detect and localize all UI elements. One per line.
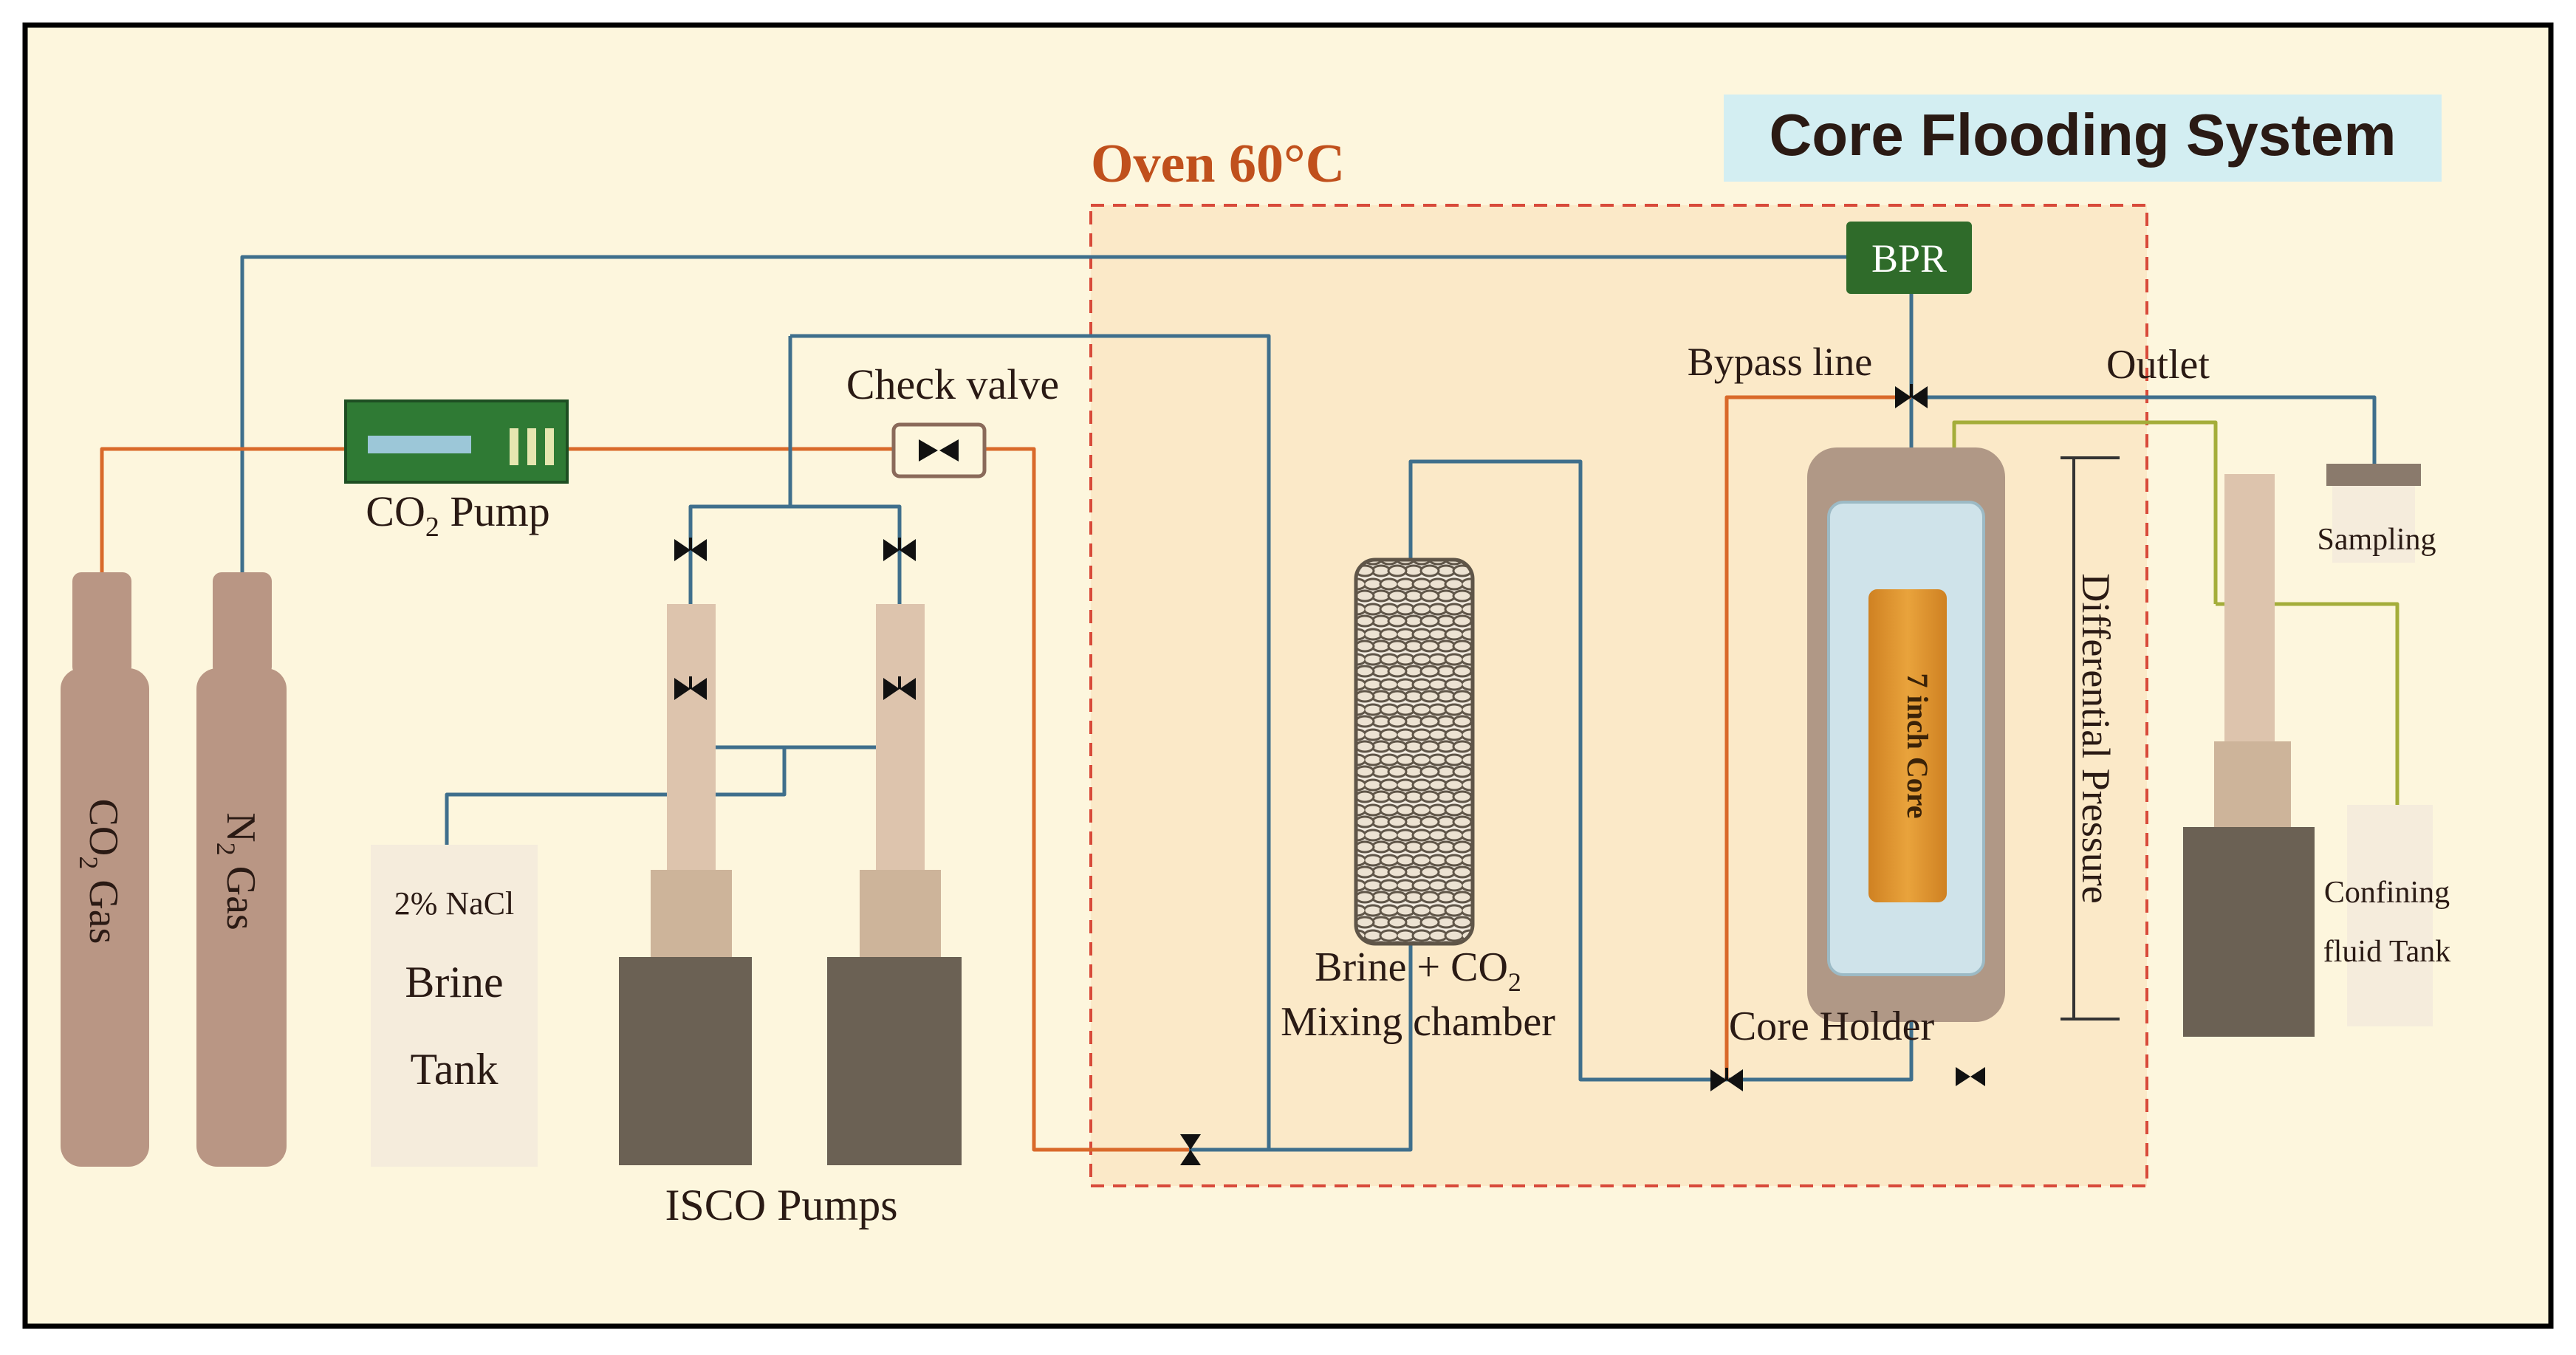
outlet-label: Outlet [2106, 342, 2210, 388]
isco-left-mid [651, 870, 732, 958]
valve-isco-left-bottom [674, 676, 707, 700]
core-sample [1868, 589, 1947, 902]
isco-left-base [619, 957, 752, 1165]
check-valve-label: Check valve [846, 360, 1059, 408]
confining-fluid-tank: Confining fluid Tank [2323, 805, 2450, 1026]
co2-pump: CO2 Pump [344, 399, 569, 543]
isco-right-mid [860, 870, 941, 958]
co2-gas-label: CO2 Gas [74, 799, 126, 944]
brine-tank: 2% NaCl Brine Tank [371, 845, 538, 1167]
co2-line-to-oven [984, 447, 1189, 1152]
confining-pump-rod [2224, 474, 2275, 743]
confining-pump-mid [2214, 741, 2291, 827]
confining-label-2: fluid Tank [2323, 935, 2450, 969]
n2-cylinder-body [196, 668, 287, 1167]
isco-pumps-label: ISCO Pumps [665, 1181, 897, 1229]
co2-gas-cylinder: CO2 Gas [61, 572, 149, 1167]
mixing-chamber-body [1354, 558, 1475, 946]
co2-line-in [100, 447, 346, 574]
isco-pump-right [827, 604, 962, 1165]
confining-label-1: Confining [2324, 876, 2450, 910]
sampling-cap [2326, 464, 2421, 486]
core-holder-label: Core Holder [1729, 1004, 1935, 1049]
co2-cylinder-body [61, 668, 149, 1167]
isco-to-oven [790, 334, 1271, 1150]
brine-label-3: Tank [410, 1045, 498, 1094]
valve-core-inlet [1710, 1068, 1743, 1091]
n2-cylinder-neck [213, 572, 272, 676]
valve-core-holder-drain [1956, 1067, 1985, 1086]
check-valve-arrow-left [919, 439, 938, 462]
sampling-label: Sampling [2317, 523, 2436, 557]
confining-line-tank [2216, 602, 2399, 805]
valve-isco-right-top [883, 538, 916, 561]
valve-bypass [1895, 384, 1928, 408]
sampling: Sampling [2317, 464, 2436, 563]
isco-left-rod [667, 604, 716, 870]
mixing-label-1: Brine + CO2 [1315, 944, 1521, 997]
co2-pump-bar-3 [545, 428, 554, 465]
mixing-chamber: Brine + CO2 Mixing chamber [1281, 558, 1555, 1045]
valve-isco-right-bottom [883, 676, 916, 700]
bypass-line [1724, 395, 1911, 1080]
brine-label-1: 2% NaCl [394, 885, 515, 922]
check-valve-box [891, 422, 987, 478]
valve-isco-left-top [674, 538, 707, 561]
differential-pressure: Differential Pressure [2061, 456, 2120, 1020]
bpr-box [1846, 222, 1972, 294]
title-banner [1724, 95, 2442, 182]
core-label: 7 inch Core [1901, 673, 1934, 818]
core-holder: 7 inch Core Core Holder [1729, 447, 2005, 1049]
isco-right-rod [876, 604, 925, 870]
brine-line [445, 747, 787, 845]
co2-cylinder-neck [72, 572, 131, 676]
n2-line [240, 255, 1846, 574]
pipes [100, 255, 2399, 1152]
check-valve: Check valve [846, 360, 1059, 478]
brine-tank-body [371, 845, 538, 1167]
brine-label-2: Brine [405, 958, 503, 1006]
co2-pump-label: CO2 Pump [366, 487, 549, 543]
n2-gas-cylinder: N2 Gas [196, 572, 287, 1167]
title-text: Core Flooding System [1770, 102, 2397, 168]
bpr: BPR [1846, 222, 1972, 294]
confining-tank-body [2347, 805, 2433, 1026]
confining-pump-base [2183, 827, 2315, 1037]
confining-pump [2183, 474, 2315, 1037]
valves [674, 384, 1985, 1165]
oven-label: Oven 60°C [1091, 134, 1345, 194]
mixing-line [1189, 459, 1727, 1152]
dp-label: Differential Pressure [2074, 573, 2118, 903]
sampling-vial [2332, 486, 2415, 563]
n2-gas-label: N2 Gas [211, 812, 264, 930]
bpr-label: BPR [1871, 236, 1947, 281]
isco-right-base [827, 957, 962, 1165]
outlet-line [1911, 395, 2377, 464]
check-valve-arrow-right [939, 439, 959, 462]
mixing-label-2: Mixing chamber [1281, 999, 1555, 1045]
co2-pump-bar-1 [510, 428, 518, 465]
valve-oven-inlet [1180, 1134, 1201, 1165]
co2-pump-bar-2 [527, 428, 536, 465]
bypass-line-label: Bypass line [1688, 340, 1873, 384]
isco-pump-left [619, 604, 752, 1165]
co2-pump-display [368, 436, 471, 453]
